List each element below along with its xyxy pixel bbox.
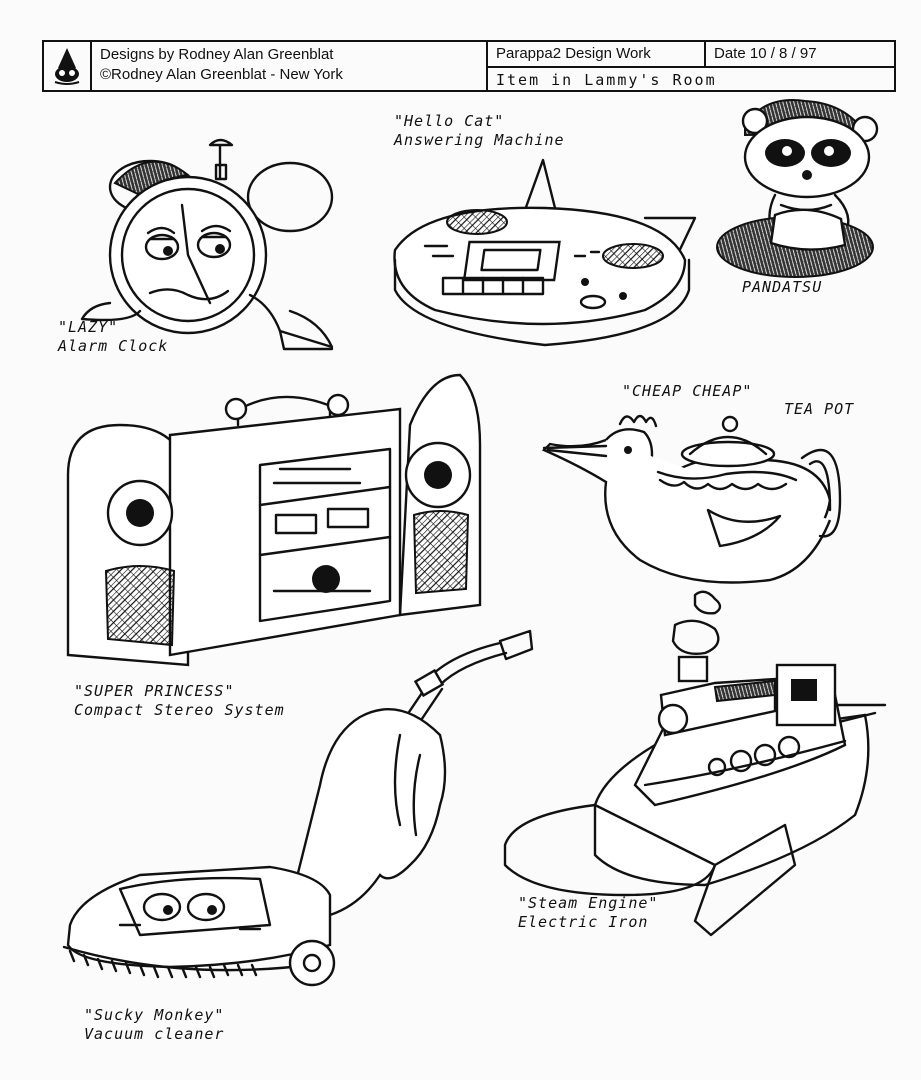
iron-subtitle: Electric Iron xyxy=(518,913,649,931)
designer-credit: Designs by Rodney Alan Greenblat ©Rodney… xyxy=(92,42,488,90)
pandatsu-label: PANDATSU xyxy=(742,278,822,297)
clock-label: "LAZY" Alarm Clock xyxy=(58,318,168,356)
parappa-logo-icon xyxy=(44,42,92,90)
answering-machine-subtitle: Answering Machine xyxy=(394,131,565,149)
pandatsu-title: PANDATSU xyxy=(742,278,823,296)
alarm-clock-drawing xyxy=(80,138,334,351)
iron-title: "Steam Engine" xyxy=(518,894,659,912)
right-bell-icon xyxy=(246,161,334,233)
wheel-icon xyxy=(288,939,336,987)
clock-subtitle: Alarm Clock xyxy=(58,337,169,355)
stereo-title: "SUPER PRINCESS" xyxy=(74,682,235,700)
subject-line: Item in Lammy's Room xyxy=(496,71,717,89)
designer-line: Designs by Rodney Alan Greenblat xyxy=(100,46,334,63)
stereo-subtitle: Compact Stereo System xyxy=(74,701,285,719)
teapot-label-2: TEA POT xyxy=(784,400,854,419)
cassette-icon xyxy=(480,248,542,272)
teapot-label: "CHEAP CHEAP" xyxy=(622,382,752,401)
teapot-title: "CHEAP CHEAP" xyxy=(622,382,753,400)
project-name: Parappa2 Design Work xyxy=(488,42,706,66)
clock-title: "LAZY" xyxy=(58,318,119,336)
teapot-drawing xyxy=(541,414,842,584)
copyright-line: ©Rodney Alan Greenblat - New York xyxy=(100,66,343,83)
title-block-right: Parappa2 Design Work Date 10 / 8 / 97 It… xyxy=(488,42,894,90)
vacuum-title: "Sucky Monkey" xyxy=(84,1006,225,1024)
teapot-subtitle: TEA POT xyxy=(784,400,855,418)
vacuum-subtitle: Vacuum cleaner xyxy=(84,1025,225,1043)
pandatsu-drawing xyxy=(716,99,879,278)
smokestack-icon xyxy=(677,655,709,683)
stereo-drawing xyxy=(66,373,482,667)
vacuum-drawing xyxy=(62,629,534,987)
steam-cloud-icon xyxy=(671,619,720,655)
date-field: Date 10 / 8 / 97 xyxy=(714,45,817,62)
iron-label: "Steam Engine" Electric Iron xyxy=(518,894,658,932)
stereo-label: "SUPER PRINCESS" Compact Stereo System xyxy=(74,682,285,720)
answering-machine-title: "Hello Cat" xyxy=(394,112,505,130)
iron-drawing xyxy=(503,590,887,937)
title-block: Designs by Rodney Alan Greenblat ©Rodney… xyxy=(42,40,896,92)
speaker-left-icon xyxy=(446,209,508,235)
answering-machine-drawing xyxy=(393,158,697,347)
vacuum-label: "Sucky Monkey" Vacuum cleaner xyxy=(84,1006,224,1044)
answering-machine-label: "Hello Cat" Answering Machine xyxy=(394,112,565,150)
speaker-right-icon xyxy=(602,243,664,269)
